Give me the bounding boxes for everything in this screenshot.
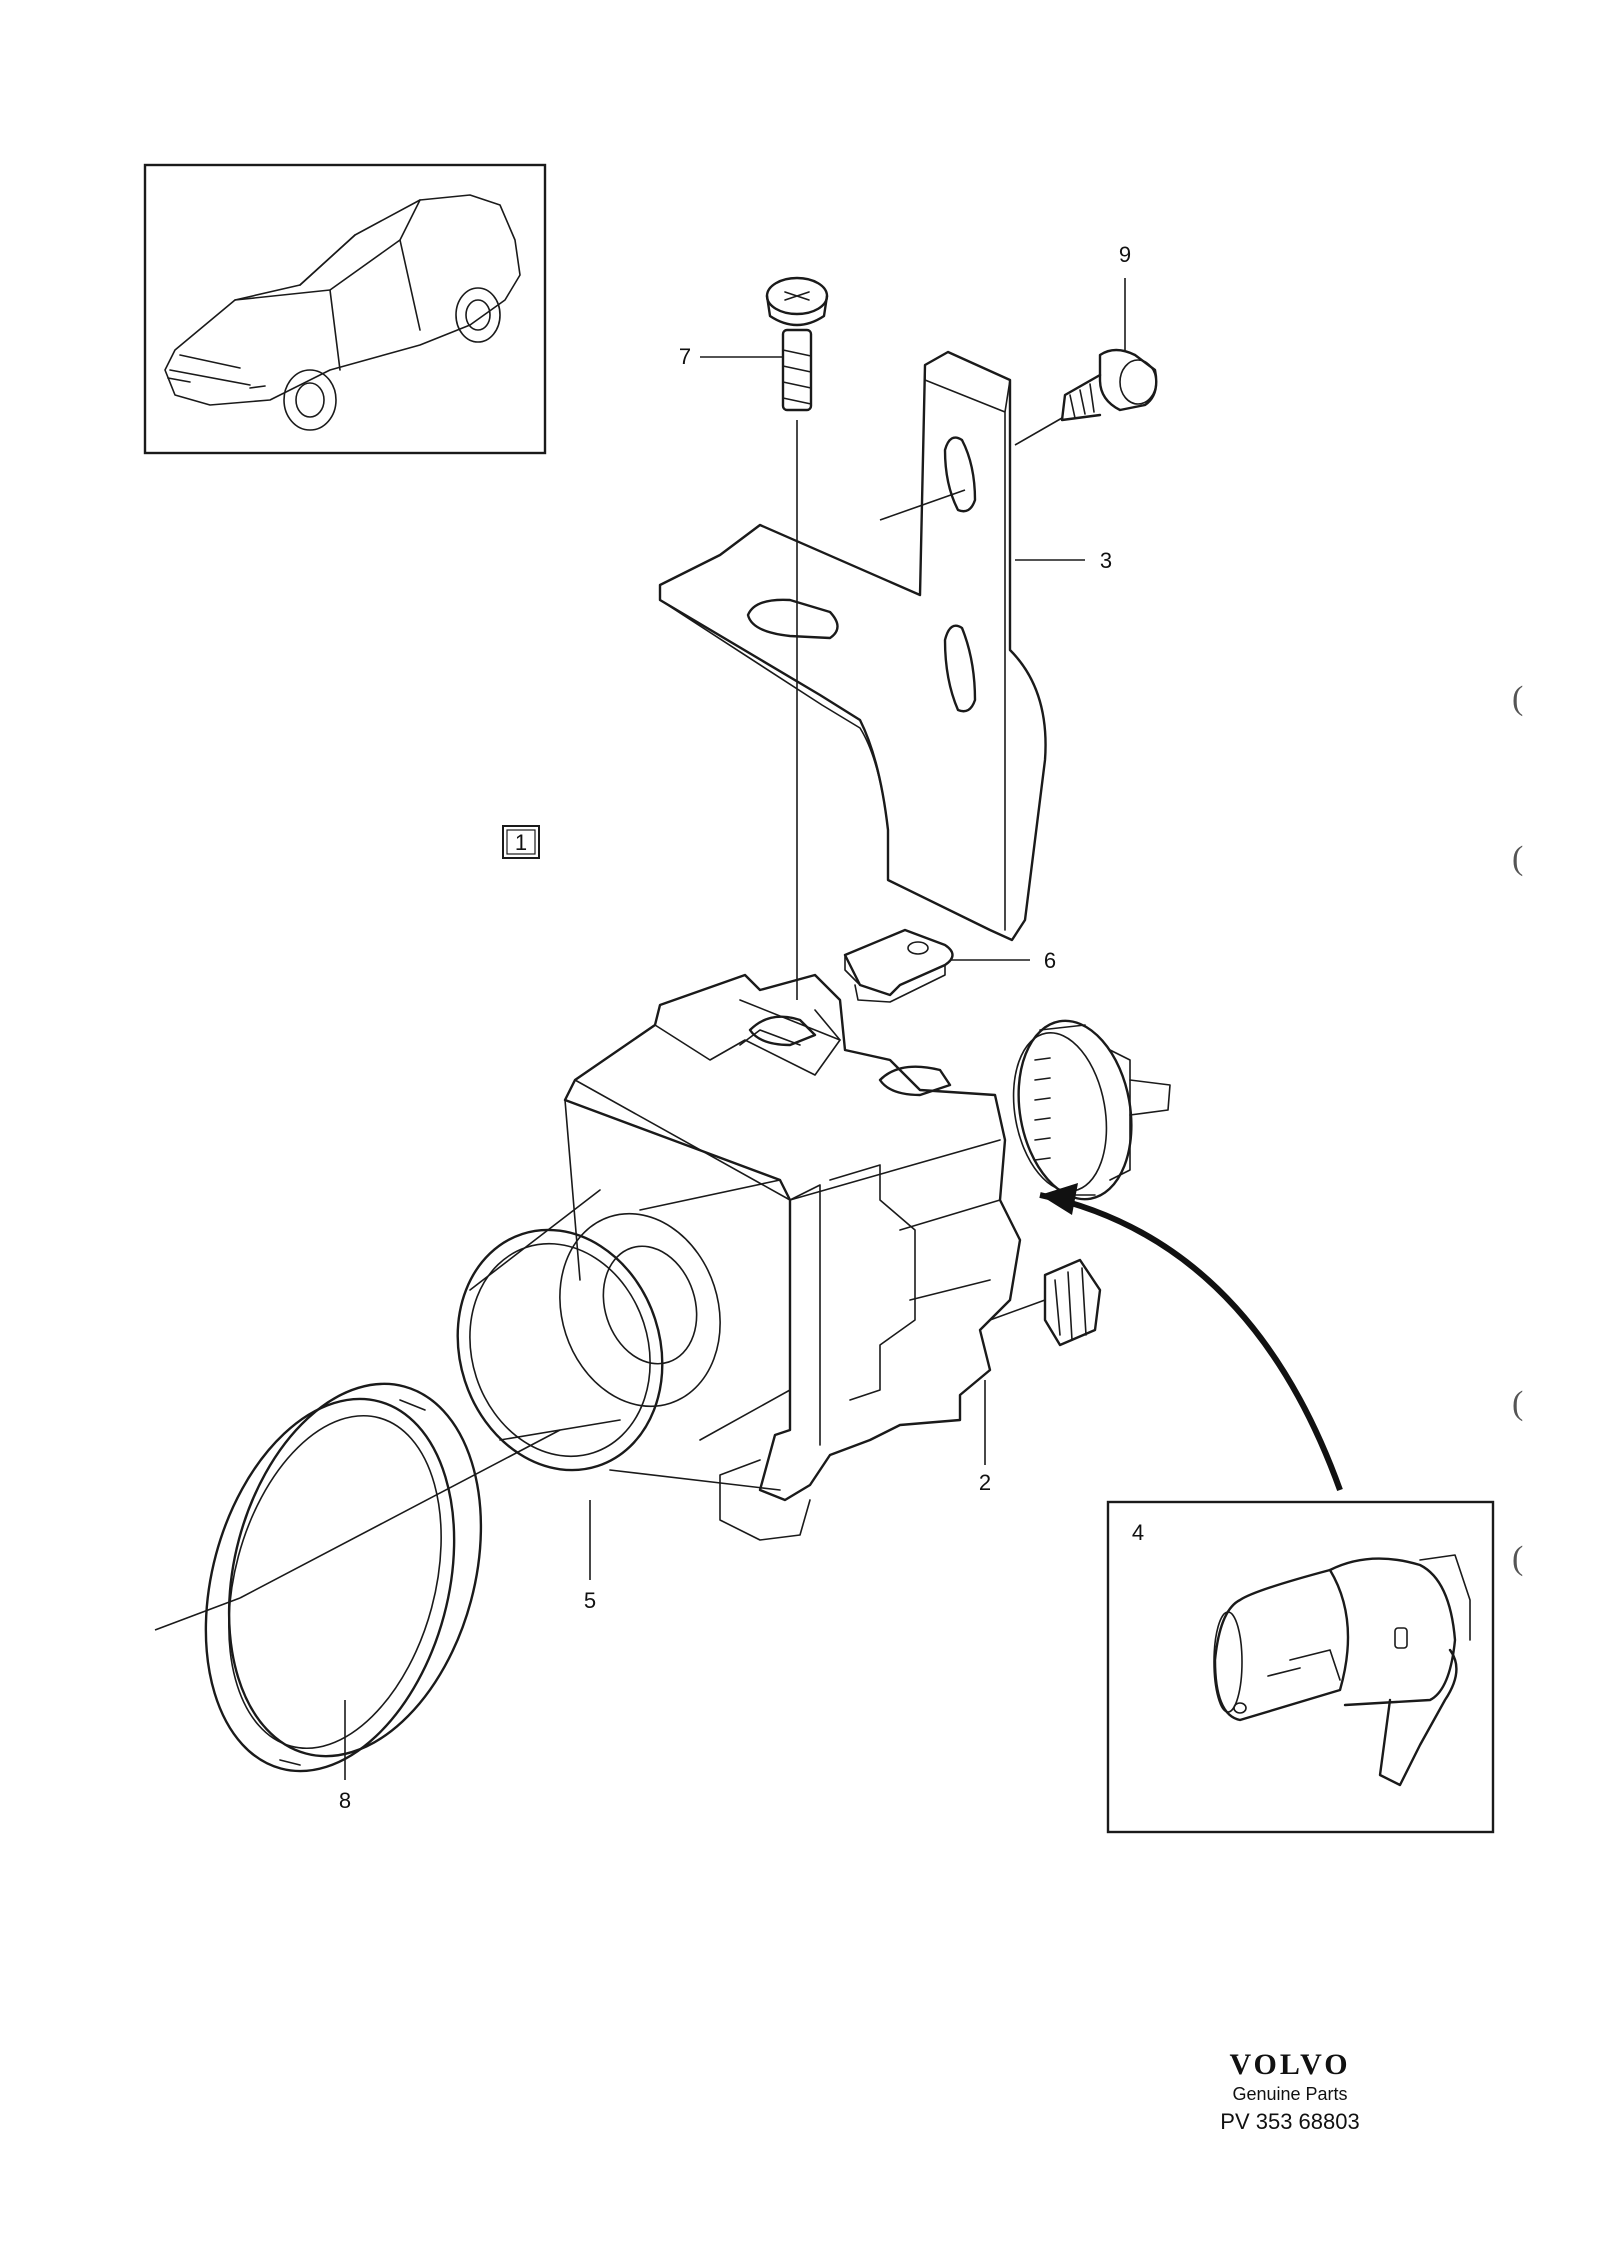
fog-lamp-housing-icon [456, 973, 1171, 1541]
brand-subtitle: Genuine Parts [1232, 2084, 1348, 2104]
part-label-9: 9 [1119, 242, 1131, 267]
margin-mark: ( [1512, 1385, 1524, 1422]
bulb-inset [1106, 1500, 1495, 1834]
seal-ring-8-icon [204, 1382, 483, 1773]
part-label-6: 6 [1044, 948, 1056, 973]
part-label-7: 7 [679, 344, 691, 369]
margin-mark: ( [1512, 1540, 1524, 1577]
part-label-5: 5 [584, 1588, 596, 1613]
inset-arrow [1039, 1192, 1343, 1492]
nut-clip-6-icon [843, 928, 954, 1003]
bracket-3-icon [658, 350, 1047, 942]
part-label-3: 3 [1100, 548, 1112, 573]
margin-mark: ( [1512, 840, 1524, 877]
diagram-reference: PV 353 68803 [1220, 2109, 1360, 2134]
callout-box-1-label: 1 [515, 830, 527, 855]
part-label-2: 2 [979, 1470, 991, 1495]
footer-branding: VOLVO Genuine Parts PV 353 68803 [1160, 2048, 1420, 2135]
margin-mark: ( [1512, 680, 1524, 717]
screw-9-icon [1060, 348, 1158, 422]
callout-box-1: 1 [502, 825, 540, 859]
part-label-8: 8 [339, 1788, 351, 1813]
brand-logo: VOLVO [1229, 2048, 1351, 2081]
inset-label-4: 4 [1132, 1520, 1144, 1545]
vehicle-thumbnail [143, 163, 547, 455]
screw-7-icon [765, 276, 829, 412]
inset-arrow-head [1040, 1183, 1078, 1215]
